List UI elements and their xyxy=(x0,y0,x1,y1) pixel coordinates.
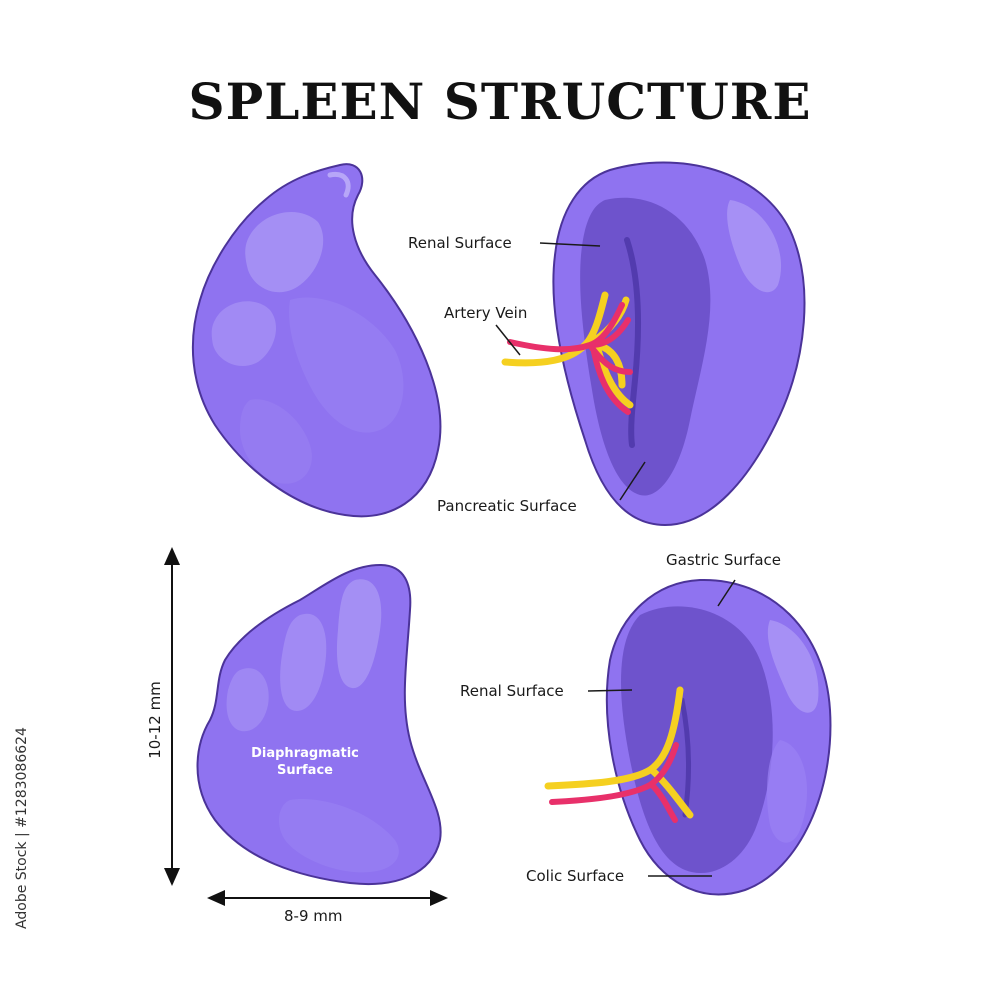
hilar-vessels-top xyxy=(501,291,634,415)
leader-lines xyxy=(495,242,736,877)
label-renal-surface-bottom: Renal Surface xyxy=(460,682,564,700)
spleen-bottom-right xyxy=(544,578,832,896)
height-dimension-label: 10-12 mm xyxy=(146,681,164,759)
hilar-vessels-bottom xyxy=(544,686,694,823)
label-pancreatic-surface: Pancreatic Surface xyxy=(437,497,577,515)
label-gastric-surface: Gastric Surface xyxy=(666,551,782,569)
diagram-title: SPLEEN STRUCTURE xyxy=(188,72,812,131)
spleen-bottom-left xyxy=(196,563,442,885)
label-artery-vein: Artery Vein xyxy=(444,304,528,322)
label-renal-surface-top: Renal Surface xyxy=(408,234,512,252)
dimension-arrows xyxy=(164,547,448,906)
spleen-top-right xyxy=(501,161,806,527)
width-dimension-label: 8-9 mm xyxy=(284,907,343,925)
label-colic-surface: Colic Surface xyxy=(526,867,625,885)
stock-id-watermark: Adobe Stock | #1283086624 xyxy=(14,727,30,929)
label-diaphragmatic-surface: Diaphragmatic Surface xyxy=(251,746,359,778)
spleen-top-left xyxy=(191,163,442,518)
